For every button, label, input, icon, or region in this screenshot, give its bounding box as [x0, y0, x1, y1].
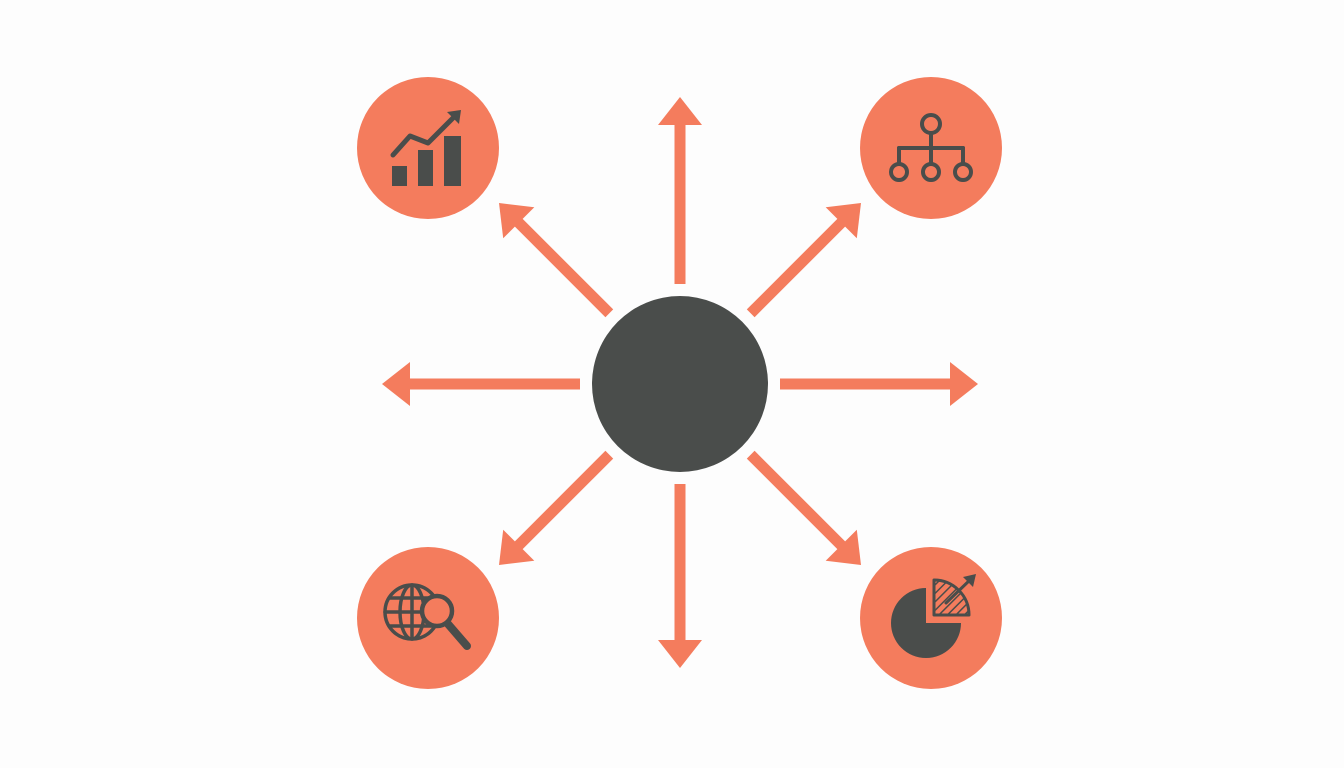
arrow-down-left [499, 450, 614, 565]
arrow-head [825, 203, 861, 239]
arrow-shaft [746, 217, 847, 318]
node-top-left [357, 77, 499, 219]
node-circle [860, 547, 1002, 689]
global-search-icon [383, 583, 471, 650]
arrow-up [658, 97, 702, 284]
node-bottom-left [357, 547, 499, 689]
arrow-right [780, 362, 978, 406]
arrow-shaft [513, 450, 614, 551]
pie-chart-icon [891, 574, 976, 658]
node-circle [357, 77, 499, 219]
arrow-down [658, 484, 702, 668]
arrows-group [382, 97, 978, 668]
arrow-down-right [746, 450, 861, 565]
central-hub [592, 296, 768, 472]
arrow-head [658, 640, 702, 668]
arrow-shaft [513, 217, 614, 318]
arrow-up-right [746, 203, 861, 318]
arrow-shaft [746, 450, 847, 551]
arrow-head [499, 529, 535, 565]
arrow-head [950, 362, 978, 406]
hierarchy-icon [889, 113, 973, 182]
arrow-head [499, 203, 535, 239]
node-top-right [860, 77, 1002, 219]
arrow-left [382, 362, 580, 406]
arrow-up-left [499, 203, 614, 318]
growth-chart-icon [390, 110, 461, 186]
arrow-head [382, 362, 410, 406]
arrow-head [658, 97, 702, 125]
arrow-head [825, 529, 861, 565]
node-bottom-right [860, 547, 1002, 689]
